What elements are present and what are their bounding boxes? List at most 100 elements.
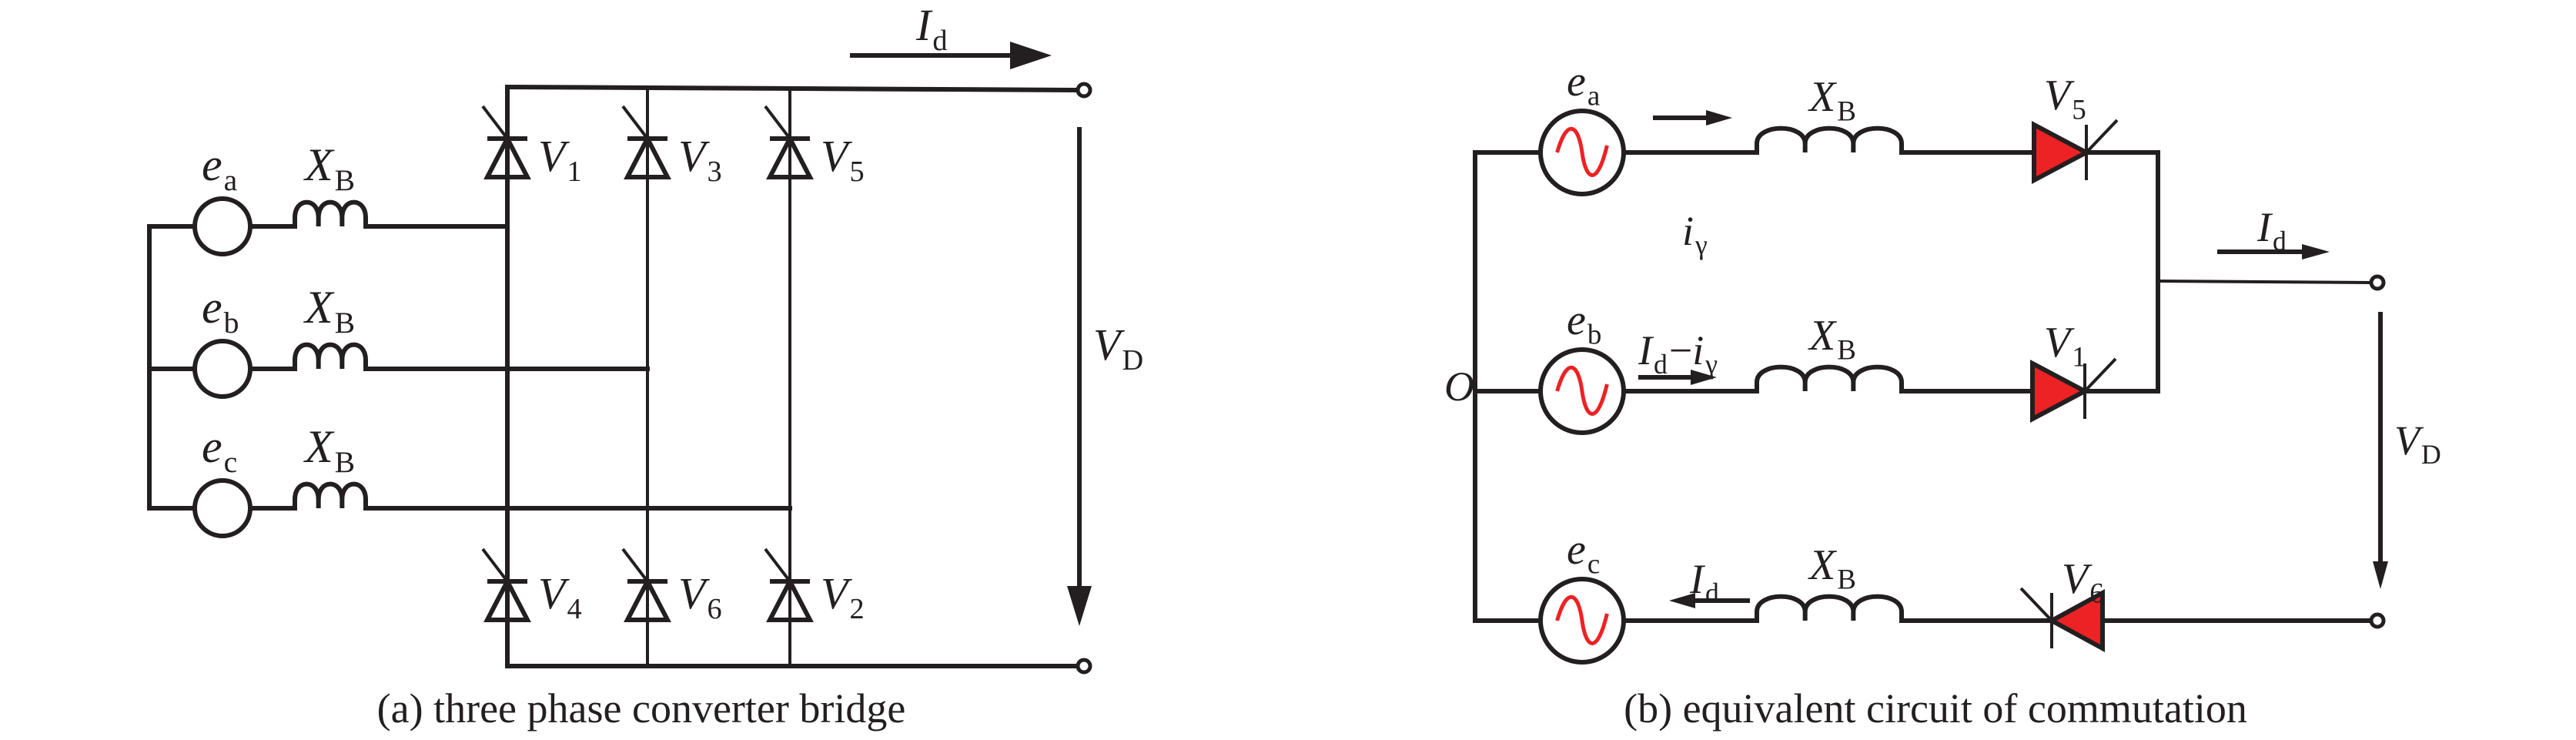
- thyristor-V4-icon: [481, 547, 531, 622]
- label-symbol: e: [202, 139, 222, 190]
- label-symbol: V: [2394, 417, 2424, 464]
- ac-source-ec-icon: [1538, 577, 1626, 665]
- thyristor-label: V1: [538, 131, 582, 188]
- dc-voltage-label: VD: [1093, 320, 1143, 377]
- dc-current-label: Id: [915, 0, 947, 57]
- arrow-head: [2302, 244, 2330, 260]
- thyristor-gate: [481, 547, 509, 583]
- thyristor-V1-icon: [2030, 357, 2117, 423]
- arrow-head: [1706, 110, 1732, 126]
- label-subscript: a: [1587, 79, 1600, 111]
- label-subscript: d: [1654, 349, 1668, 380]
- arrow-head: [1010, 42, 1052, 69]
- thyristor-label: V1: [2044, 319, 2086, 372]
- label-subscript: 5: [849, 156, 864, 188]
- thyristor-label: V5: [2044, 72, 2086, 125]
- thyristor-gate: [764, 547, 791, 583]
- positive-terminal-icon: [1076, 82, 1092, 99]
- label-subscript: 3: [707, 156, 721, 188]
- label-symbol: X: [1808, 541, 1838, 589]
- label-symbol: V: [678, 131, 711, 181]
- label-subscript: B: [335, 163, 355, 197]
- label-symbol: I: [2257, 204, 2273, 250]
- voltage-source-ea-icon: [192, 196, 253, 256]
- thyristor-gate: [764, 105, 791, 140]
- label-subscript: a: [224, 163, 238, 197]
- thyristor-V5-icon: [764, 105, 814, 179]
- arrow-head: [1691, 370, 1717, 385]
- label-symbol: V: [821, 568, 853, 618]
- label-subscript: d: [1705, 578, 1719, 608]
- arrow-head: [2373, 561, 2388, 589]
- label-symbol: V: [538, 568, 570, 618]
- reactance-xb-icon: [1755, 126, 1904, 152]
- thyristor-gate: [481, 105, 509, 140]
- label-subscript: 6: [707, 593, 721, 625]
- negative-terminal-icon: [1076, 658, 1092, 675]
- thyristor-triangle: [2030, 360, 2090, 423]
- label-subscript: B: [1837, 95, 1856, 126]
- branch-a-current-arrow-icon: [1653, 110, 1732, 126]
- thyristor-V1-icon: [481, 105, 531, 179]
- caption-panel-a: (a) three phase converter bridge: [377, 685, 906, 732]
- label-symbol: V: [2044, 72, 2075, 119]
- thyristor-label: V3: [678, 131, 722, 188]
- thyristor-triangle: [766, 576, 814, 622]
- label-symbol: e: [1567, 58, 1586, 105]
- thyristor-V2-icon: [764, 547, 814, 622]
- label-symbol: X: [303, 139, 335, 190]
- label-symbol: X: [1808, 312, 1838, 360]
- branch-c-current-arrow-icon: [1669, 593, 1750, 608]
- label-symbol: e: [202, 421, 222, 472]
- label-subscript: 1: [2072, 340, 2086, 372]
- label-subscript: D: [2421, 439, 2441, 470]
- reactance-label: XB: [1808, 73, 1856, 126]
- reactance-xb-icon: [293, 481, 368, 508]
- dc-current-label: Id: [2257, 204, 2287, 256]
- thyristor-gate: [621, 105, 649, 140]
- label-symbol: i: [1692, 327, 1704, 373]
- label-symbol: V: [2044, 319, 2075, 367]
- label-symbol: X: [303, 421, 335, 472]
- label-symbol: V: [821, 131, 853, 181]
- thyristor-triangle: [624, 576, 671, 622]
- voltage-source-eb-icon: [192, 339, 253, 399]
- reactance-xb-icon: [293, 199, 368, 226]
- dc-current-arrow-icon: [2217, 244, 2330, 260]
- label-subscript: c: [1587, 547, 1600, 579]
- label-symbol: X: [1808, 73, 1838, 121]
- source-circle: [192, 196, 253, 256]
- arrow-head: [1669, 593, 1695, 608]
- thyristor-gate: [2083, 357, 2117, 393]
- positive-terminal-icon: [2369, 274, 2386, 291]
- label-subscript: γ: [1694, 229, 1708, 260]
- thyristor-gate: [621, 547, 649, 583]
- label-symbol: e: [1567, 296, 1586, 344]
- label-symbol: i: [1682, 208, 1694, 254]
- reactance-xb-icon: [1755, 594, 1904, 621]
- thyristor-triangle: [483, 133, 531, 179]
- label-symbol: I: [1689, 556, 1706, 602]
- label-subscript: b: [224, 306, 239, 340]
- thyristor-V6-icon: [621, 547, 671, 622]
- thyristor-label: V2: [821, 568, 865, 625]
- dc-voltage-arrow-icon: [1067, 127, 1092, 626]
- label-symbol: e: [1567, 526, 1586, 574]
- thyristor-gate: [2085, 119, 2119, 154]
- source-label: ec: [202, 421, 237, 479]
- sine-wave-icon: [1555, 126, 1609, 177]
- source-label: ea: [1567, 58, 1600, 111]
- label-symbol: V: [678, 568, 711, 618]
- caption-panel-b: (b) equivalent circuit of commutation: [1624, 685, 2247, 732]
- thyristor-triangle: [766, 133, 814, 179]
- source-label: eb: [202, 282, 239, 340]
- label-operator: −: [1669, 327, 1692, 373]
- thyristor-label: V6: [678, 568, 722, 625]
- reactance-label: XB: [303, 282, 355, 340]
- dc-current-arrow-icon: [850, 42, 1052, 69]
- label-subscript: B: [335, 445, 355, 479]
- label-subscript: 1: [567, 156, 581, 188]
- ac-source-ea-icon: [1538, 109, 1626, 196]
- sine-wave-icon: [1555, 365, 1609, 416]
